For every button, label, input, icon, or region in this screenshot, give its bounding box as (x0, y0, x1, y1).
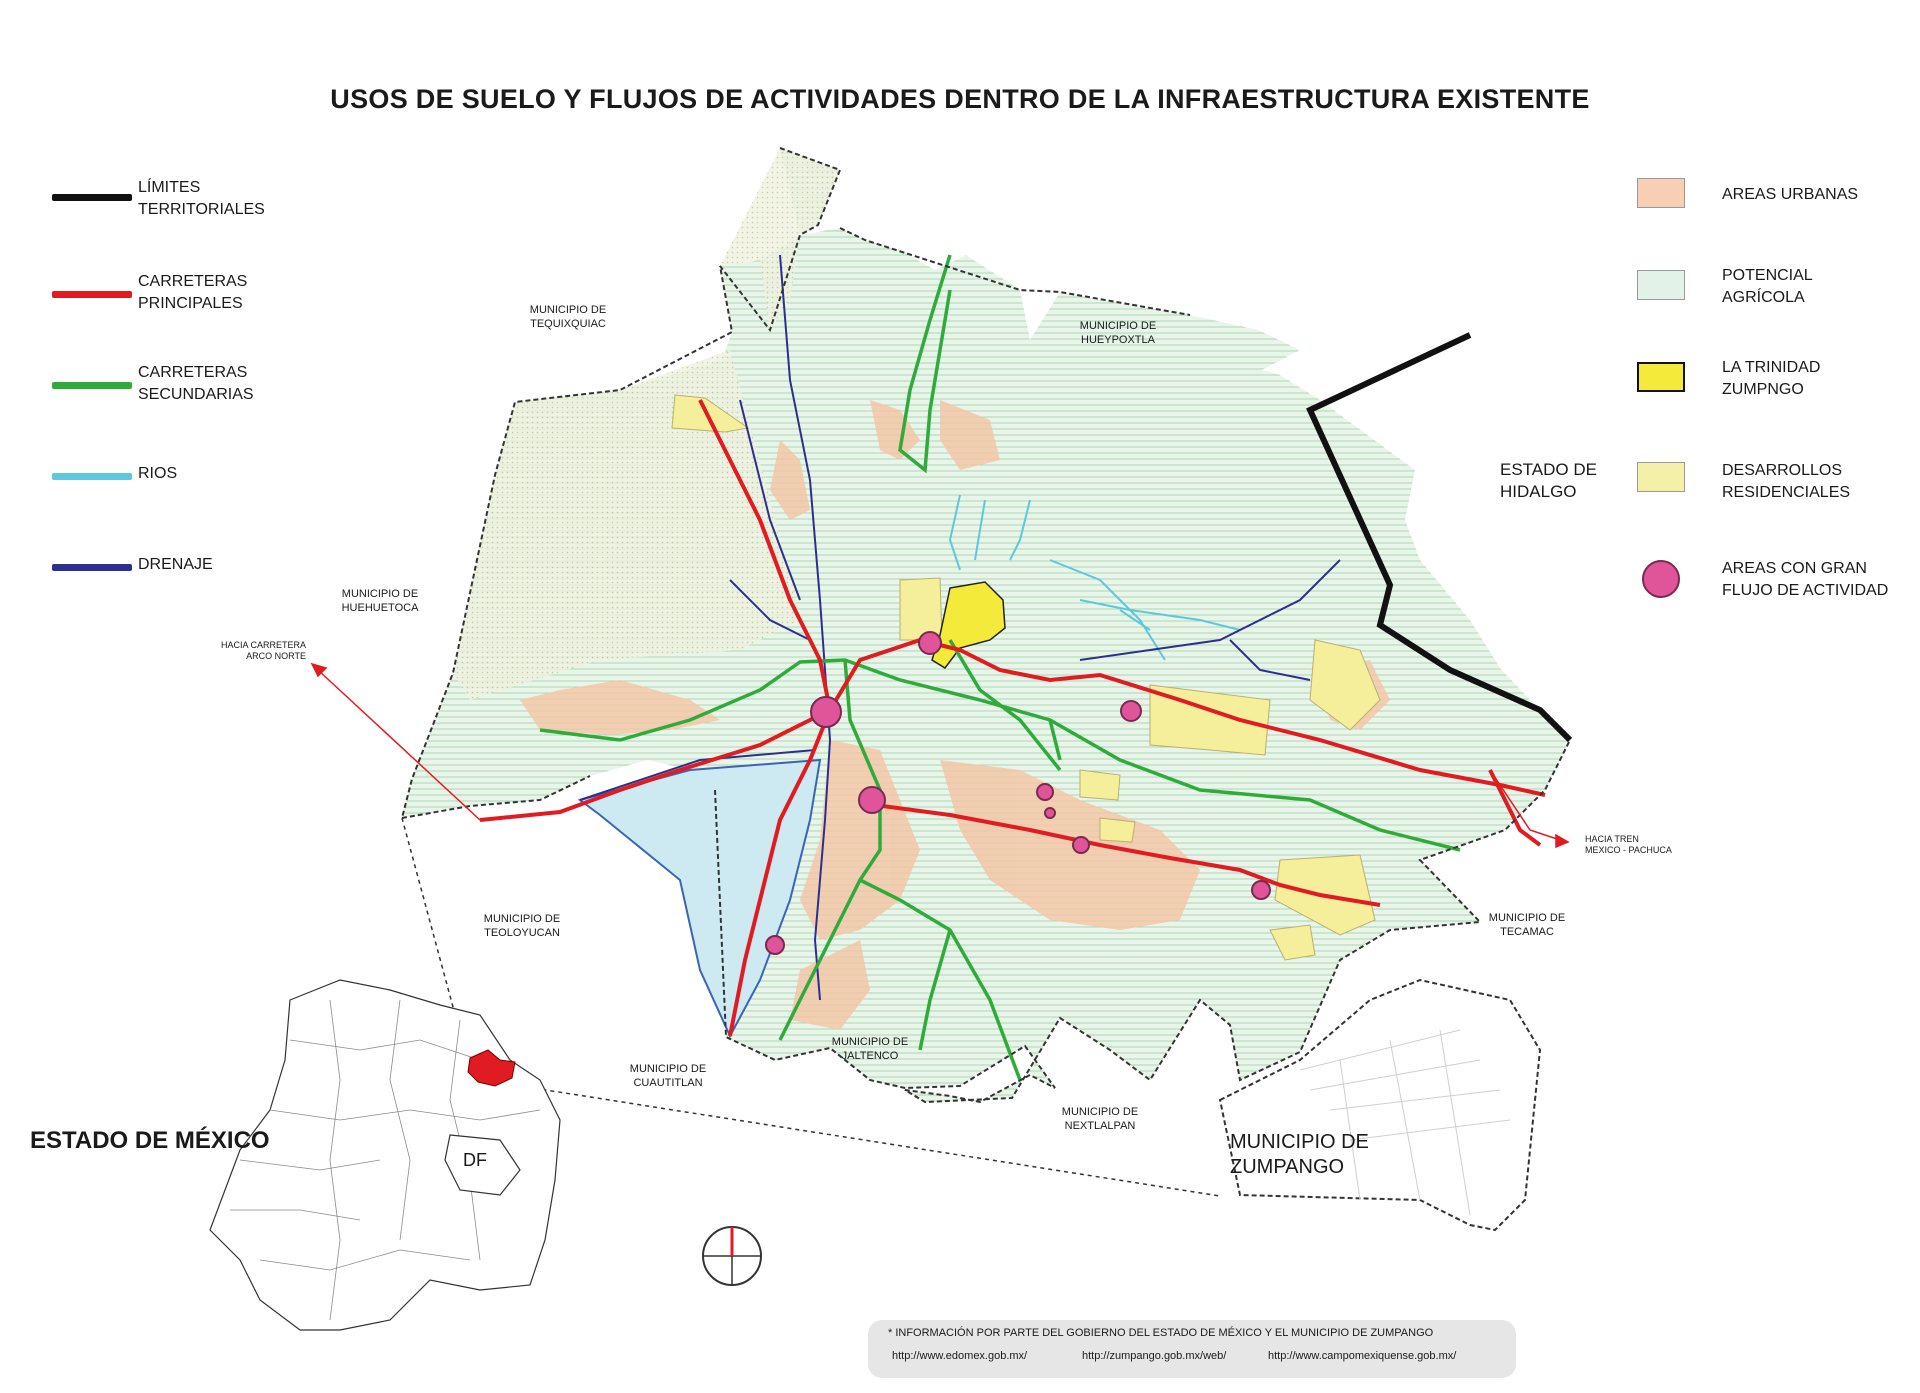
label-zumpango: MUNICIPIO DE ZUMPANGO (1230, 1131, 1369, 1178)
label-huehuetoca: MUNICIPIO DE HUEHUETOCA (341, 588, 419, 614)
label-arco-norte: HACIA CARRETERA ARCO NORTE (220, 640, 306, 661)
lake-zumpango (577, 758, 822, 1039)
legend-label-residential-developments: DESARROLLOS RESIDENCIALES (1722, 462, 1851, 501)
label-cuautitlan: MUNICIPIO DE CUAUTITLAN (629, 1063, 707, 1089)
north-arrow-icon (702, 1226, 762, 1286)
legend-line-drainage (52, 564, 132, 571)
activity-hub (1072, 836, 1090, 854)
legend-line-secondary-roads (52, 382, 132, 389)
activity-hub (1120, 700, 1142, 722)
activity-hub (810, 696, 842, 728)
southern-boundary (401, 739, 1571, 1104)
source-url-campomexiquense[interactable]: http://www.campomexiquense.gob.mx/ (1268, 1350, 1457, 1362)
legend-label-la-trinidad: LA TRINIDAD ZUMPNGO (1722, 359, 1821, 398)
label-tren: HACIA TREN MEXICO - PACHUCA (1585, 834, 1672, 855)
map-title: USOS DE SUELO Y FLUJOS DE ACTIVIDADES DE… (330, 84, 1590, 114)
legend-label-drainage: DRENAJE (138, 556, 213, 573)
legend-label-main-roads: CARRETERAS PRINCIPALES (138, 273, 248, 312)
label-hidalgo: ESTADO DE HIDALGO (1500, 460, 1597, 501)
activity-hub (1251, 880, 1271, 900)
df-region (444, 1134, 521, 1196)
activity-hub (1044, 807, 1056, 819)
zumpango-locator (467, 1049, 516, 1087)
label-tequixquiac: MUNICIPIO DE TEQUIXQUIAC (529, 304, 607, 330)
legend-label-territorial-limits: LÍMITES TERRITORIALES (138, 179, 265, 218)
source-url-zumpango[interactable]: http://zumpango.gob.mx/web/ (1082, 1350, 1227, 1362)
label-teoloyucan: MUNICIPIO DE TEOLOYUCAN (483, 913, 561, 939)
label-hueypoxtla: MUNICIPIO DE HUEYPOXTLA (1079, 320, 1157, 346)
label-jaltenco: MUNICIPIO DE JALTENCO (831, 1036, 909, 1062)
northwest-dotted-zone (453, 350, 800, 700)
north-dotted-zone (720, 148, 840, 330)
zumpango-zoom-area (1218, 978, 1542, 1232)
source-note-text: * INFORMACIÓN POR PARTE DEL GOBIERNO DEL… (888, 1327, 1434, 1339)
legend-line-rivers (52, 473, 132, 480)
inset-df-label: DF (463, 1150, 487, 1170)
legend-swatch-la-trinidad (1637, 362, 1685, 392)
legend-swatch-agricultural-potential (1637, 270, 1685, 300)
activity-hub (765, 935, 785, 955)
urban-areas (520, 400, 1390, 1030)
source-url-edomex[interactable]: http://www.edomex.gob.mx/ (892, 1350, 1028, 1362)
legend-label-secondary-roads: CARRETERAS SECUNDARIAS (138, 364, 254, 403)
legend-label-urban-areas: AREAS URBANAS (1722, 186, 1859, 203)
activity-hub (918, 631, 942, 655)
territorial-limits-boundary (401, 147, 1191, 819)
inset-state-label: ESTADO DE MÉXICO (30, 1127, 270, 1154)
legend-label-high-activity: AREAS CON GRAN FLUJO DE ACTIVIDAD (1722, 560, 1889, 599)
activity-hub (1036, 783, 1054, 801)
legend-label-rivers: RIOS (138, 465, 178, 482)
legend-line-main-roads (52, 291, 132, 298)
arrow-tren (1489, 769, 1570, 849)
activity-hubs (765, 631, 1271, 955)
rivers (948, 494, 1241, 661)
label-tecamac: MUNICIPIO DE TECAMAC (1488, 912, 1566, 938)
secondary-roads (539, 254, 1461, 1081)
source-note-box (868, 1320, 1516, 1378)
zumpango-street-grid (1299, 1029, 1511, 1216)
arrow-arco-norte (310, 662, 481, 821)
legend-line-territorial-limits (52, 194, 132, 201)
legend-dot-high-activity (1642, 560, 1680, 598)
legend-label-agricultural-potential: POTENCIAL AGRÍCOLA (1722, 267, 1813, 306)
legend-swatch-residential-developments (1637, 462, 1685, 492)
activity-hub (858, 786, 886, 814)
drainage (579, 254, 1341, 1001)
legend-swatch-urban-areas (1637, 178, 1685, 208)
label-nextlalpan: MUNICIPIO DE NEXTLALPAN (1061, 1106, 1139, 1132)
hidalgo-border (1306, 332, 1573, 743)
